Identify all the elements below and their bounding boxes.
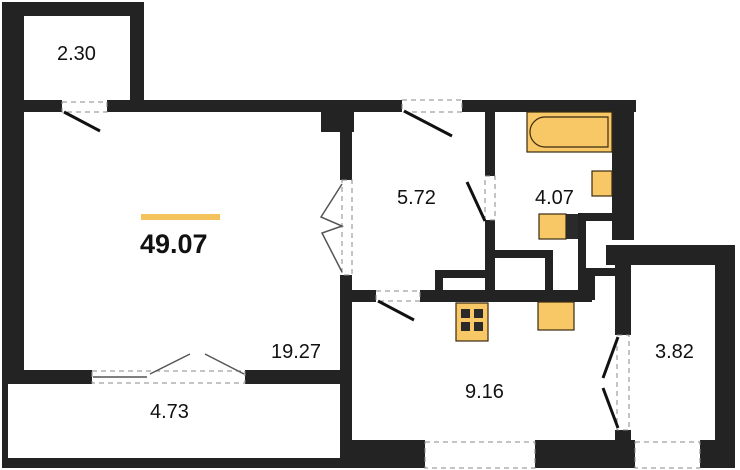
fixtures — [455, 111, 613, 342]
room-area-kitchen: 9.16 — [465, 381, 504, 403]
room-area-balcony-left: 4.73 — [150, 401, 189, 423]
stove-burners — [461, 214, 578, 331]
bathroom-sink — [591, 170, 613, 197]
room-area-storage: 2.30 — [57, 43, 96, 65]
bathtub — [526, 111, 613, 153]
stove — [455, 302, 489, 342]
door-openings — [61, 99, 701, 469]
total-area: 49.07 — [140, 229, 208, 259]
door-leaves — [63, 109, 620, 429]
kitchen-sink — [537, 301, 575, 331]
room-area-hallway: 5.72 — [397, 187, 436, 209]
toilet — [538, 213, 567, 240]
total-area-accent-bar — [141, 214, 220, 220]
room-area-balcony-right: 3.82 — [655, 341, 694, 363]
balcony-left-floor — [8, 384, 333, 458]
swing-doors — [93, 183, 345, 378]
room-area-bathroom: 4.07 — [535, 187, 574, 209]
room-area-living-room: 19.27 — [271, 341, 322, 363]
